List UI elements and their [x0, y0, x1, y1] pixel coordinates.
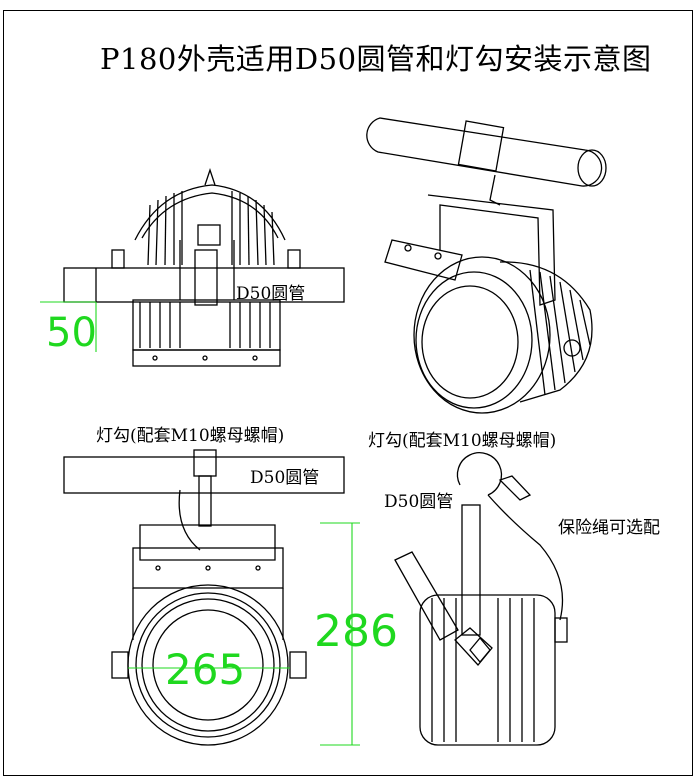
label-hook-left: 灯勾(配套M10螺母螺帽) [96, 426, 285, 446]
label-pipe-bottom: D50圆管 [250, 468, 320, 488]
view-top-left-fixture [111, 167, 301, 367]
dim-265: 265 [165, 645, 246, 694]
drawing-frame [3, 10, 693, 776]
label-pipe-top: D50圆管 [236, 284, 306, 304]
label-hook-right: 灯勾(配套M10螺母螺帽) [368, 431, 557, 451]
view-bottom-right-fixture [394, 452, 568, 746]
dim-286: 286 [314, 606, 398, 657]
dim-50: 50 [46, 310, 97, 356]
view-top-right-fixture [366, 117, 607, 414]
dimension-lines [40, 301, 360, 746]
heat-sink-fins [147, 191, 275, 266]
drawing-title: P180外壳适用D50圆管和灯勾安装示意图 [100, 42, 652, 76]
label-rope: 保险绳可选配 [558, 518, 660, 538]
view-bottom-left-fixture [111, 449, 307, 746]
side-fins [529, 269, 591, 396]
lower-fins [139, 302, 271, 348]
pipe-top-left [63, 267, 345, 303]
side-fins-bottom [431, 598, 535, 742]
pipe-bottom-left [63, 456, 345, 494]
label-pipe-right: D50圆管 [384, 492, 454, 512]
